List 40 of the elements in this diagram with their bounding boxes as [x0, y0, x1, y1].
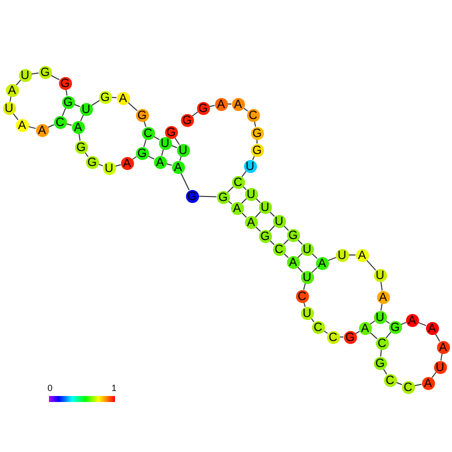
backbone-line	[91, 100, 100, 106]
backbone-line	[180, 172, 190, 191]
backbone-line	[111, 96, 117, 98]
backbone-line	[144, 120, 146, 128]
scale-tick-label: 1	[112, 384, 116, 393]
backbone-line	[227, 186, 234, 193]
backbone-line	[380, 302, 383, 312]
backbone-line	[380, 280, 383, 292]
backbone-line	[80, 114, 84, 122]
backbone-line	[440, 352, 443, 362]
backbone-line	[143, 138, 147, 148]
backbone-line	[241, 170, 247, 178]
backbone-line	[369, 332, 378, 340]
backbone-line	[78, 132, 81, 142]
backbone-line	[50, 74, 60, 80]
backbone-line	[414, 384, 422, 386]
backbone-line	[380, 348, 382, 358]
backbone-line	[283, 239, 289, 245]
backbone-line	[297, 252, 303, 258]
backbone-line	[386, 332, 392, 338]
backbone-line	[370, 320, 376, 325]
backbone-line	[127, 102, 138, 112]
scale-tick-label: 0	[48, 384, 52, 393]
backbone-line	[348, 254, 356, 256]
backbone-line	[30, 72, 40, 75]
backbone-line	[198, 196, 217, 198]
backbone-line	[296, 266, 304, 273]
backbone-line	[268, 225, 276, 232]
backbone-line	[192, 111, 198, 117]
backbone-line	[132, 156, 138, 160]
backbone-line	[431, 372, 437, 378]
backbone-line	[311, 252, 318, 260]
backbone-line	[174, 136, 180, 146]
backbone-line	[241, 198, 247, 204]
backbone-line	[47, 124, 55, 128]
backbone-line	[366, 259, 376, 271]
backbone-line	[311, 266, 318, 274]
backbone-line	[384, 320, 390, 324]
backbone-line	[322, 330, 328, 334]
backbone-line	[254, 211, 262, 218]
